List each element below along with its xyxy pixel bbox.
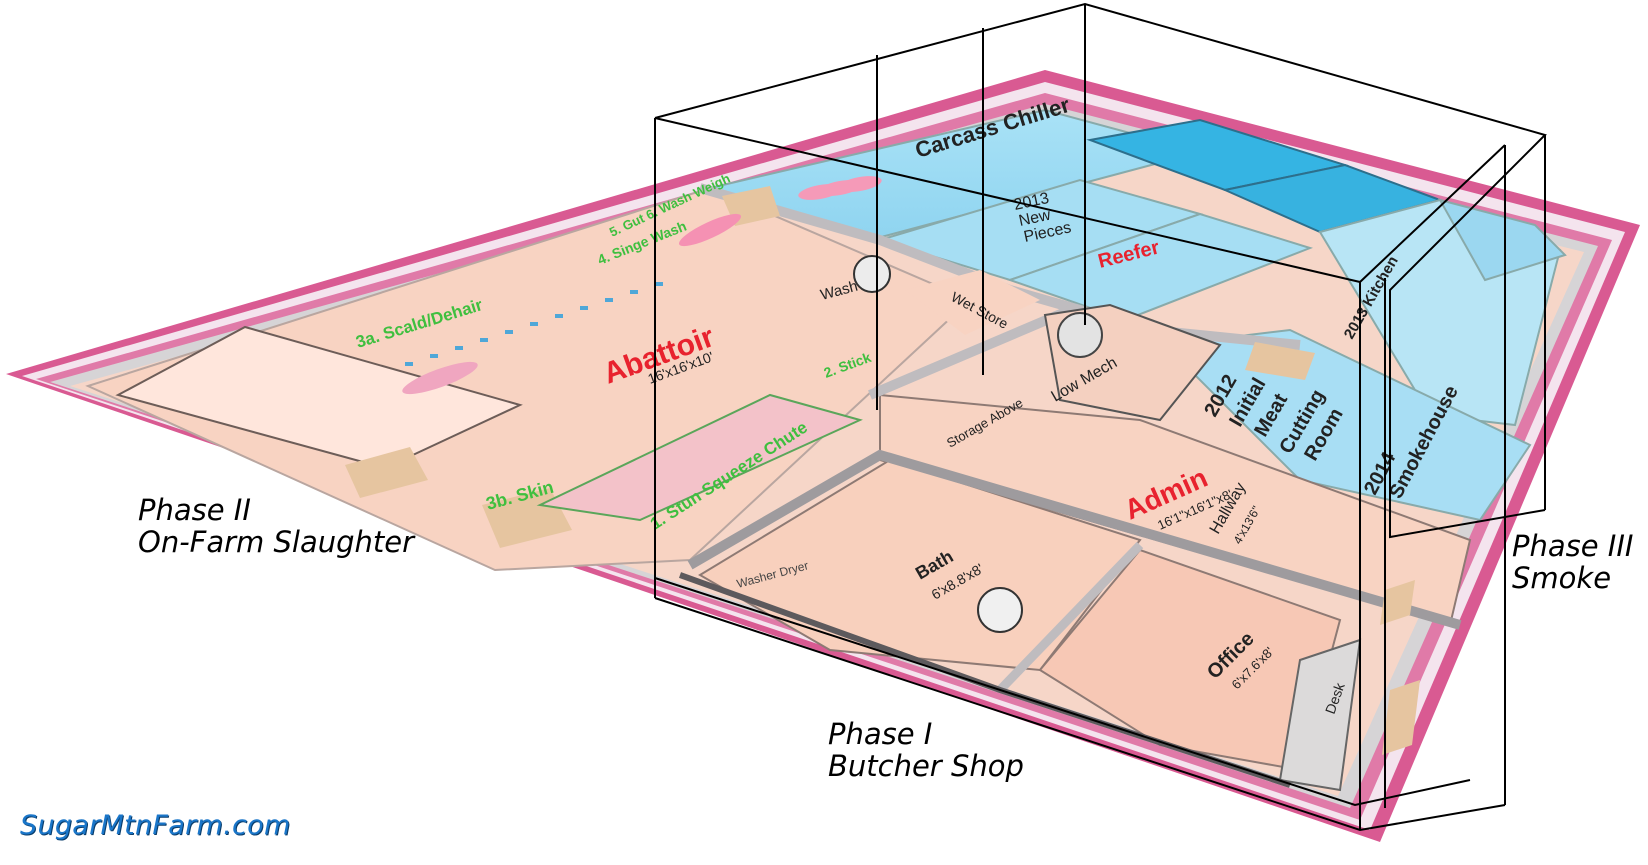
phase-i-title: Phase I: [828, 717, 933, 751]
phase-iii-label: Phase III Smoke: [1512, 530, 1633, 594]
stun-chute: [536, 393, 863, 522]
wet-store-room: [905, 270, 1040, 335]
label-new-pieces-2: New: [1017, 207, 1052, 230]
desk-area: [1278, 638, 1362, 792]
brand-watermark[interactable]: SugarMtnFarm.com: [20, 810, 291, 841]
carcass-marker: [402, 361, 478, 395]
door-5: [1380, 580, 1415, 625]
spice-room: [1437, 198, 1567, 282]
door-4: [1245, 342, 1315, 380]
wall-3: [687, 449, 1462, 630]
phase-iii-title: Phase III: [1512, 529, 1634, 563]
tank-circle: [1057, 312, 1103, 358]
phase-i-label: Phase I Butcher Shop: [828, 718, 1024, 782]
phase-ii-title: Phase II: [138, 493, 251, 527]
rail-dashes: [405, 282, 663, 366]
bath-room: [698, 458, 1142, 672]
wash-circle: [853, 255, 891, 293]
phase-ii-label: Phase II On-Farm Slaughter: [138, 494, 414, 558]
hanging-carcasses: [798, 176, 882, 200]
phase-wireframe-box: [654, 2, 1547, 832]
bath-fixture: [977, 587, 1023, 633]
carcass-marker-2: [679, 213, 741, 247]
wall-4: [996, 541, 1144, 694]
scald-tank: [115, 325, 523, 470]
door-6: [1382, 680, 1420, 755]
door-1: [345, 447, 428, 498]
phase-i-subtitle: Butcher Shop: [828, 749, 1024, 783]
admin-room: [879, 393, 1472, 627]
phase-ii-subtitle: On-Farm Slaughter: [138, 525, 415, 559]
phase-iii-subtitle: Smoke: [1512, 561, 1612, 595]
